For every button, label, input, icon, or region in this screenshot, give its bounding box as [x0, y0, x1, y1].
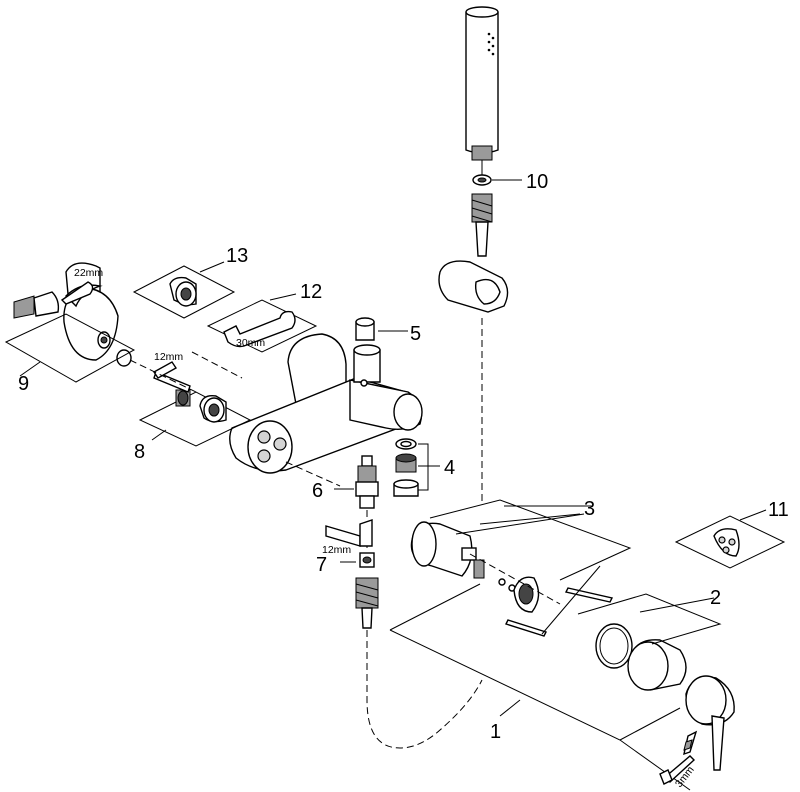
- diverter-6: 6: [312, 455, 379, 548]
- callout-13: 13: [226, 245, 248, 267]
- hose-path: [366, 630, 483, 749]
- dim-22mm: 22mm: [74, 267, 103, 279]
- cartridge-3: 3: [410, 498, 632, 637]
- callout-10: 10: [526, 171, 548, 193]
- hand-shower: [465, 6, 499, 176]
- dim-12mm-upper: 12mm: [154, 351, 183, 363]
- hex-key-12mm-lower: 12mm: [322, 519, 373, 556]
- callout-8: 8: [134, 441, 145, 463]
- callout-9: 9: [18, 373, 29, 395]
- aerator-set-4: 4: [393, 438, 455, 497]
- dim-30mm: 30mm: [236, 337, 265, 349]
- washer-10: 10: [472, 171, 548, 193]
- callout-3: 3: [584, 498, 595, 520]
- hose-connector: [471, 193, 493, 257]
- connector-7: 7: [316, 552, 379, 629]
- part-13: 13: [132, 245, 248, 319]
- part-9: 9 22mm: [4, 262, 136, 395]
- handle-assembly: 2 1: [389, 583, 735, 791]
- callout-2: 2: [710, 587, 721, 609]
- set-screw-3mm: 3mm: [659, 730, 698, 790]
- hex-key-12mm-upper: 12mm: [152, 351, 191, 393]
- cap-5: 5: [355, 317, 421, 345]
- callout-7: 7: [316, 554, 327, 576]
- alignment-line-body: [285, 461, 341, 487]
- part-12-wrench: 30mm 12: [206, 281, 322, 353]
- callout-6: 6: [312, 480, 323, 502]
- part-8: 8: [134, 389, 252, 463]
- mixer-body: [229, 333, 423, 474]
- alignment-line-cartridge: [469, 553, 561, 605]
- callout-4: 4: [444, 457, 455, 479]
- wall-bracket: [438, 260, 509, 505]
- alignment-line-left: [129, 359, 197, 393]
- part-11: 11: [674, 499, 789, 569]
- callout-12: 12: [300, 281, 322, 303]
- alignment-line-12: [191, 351, 243, 379]
- callout-11: 11: [768, 499, 789, 521]
- dim-12mm-lower: 12mm: [322, 544, 351, 556]
- callout-1: 1: [490, 721, 501, 743]
- callout-5: 5: [410, 323, 421, 345]
